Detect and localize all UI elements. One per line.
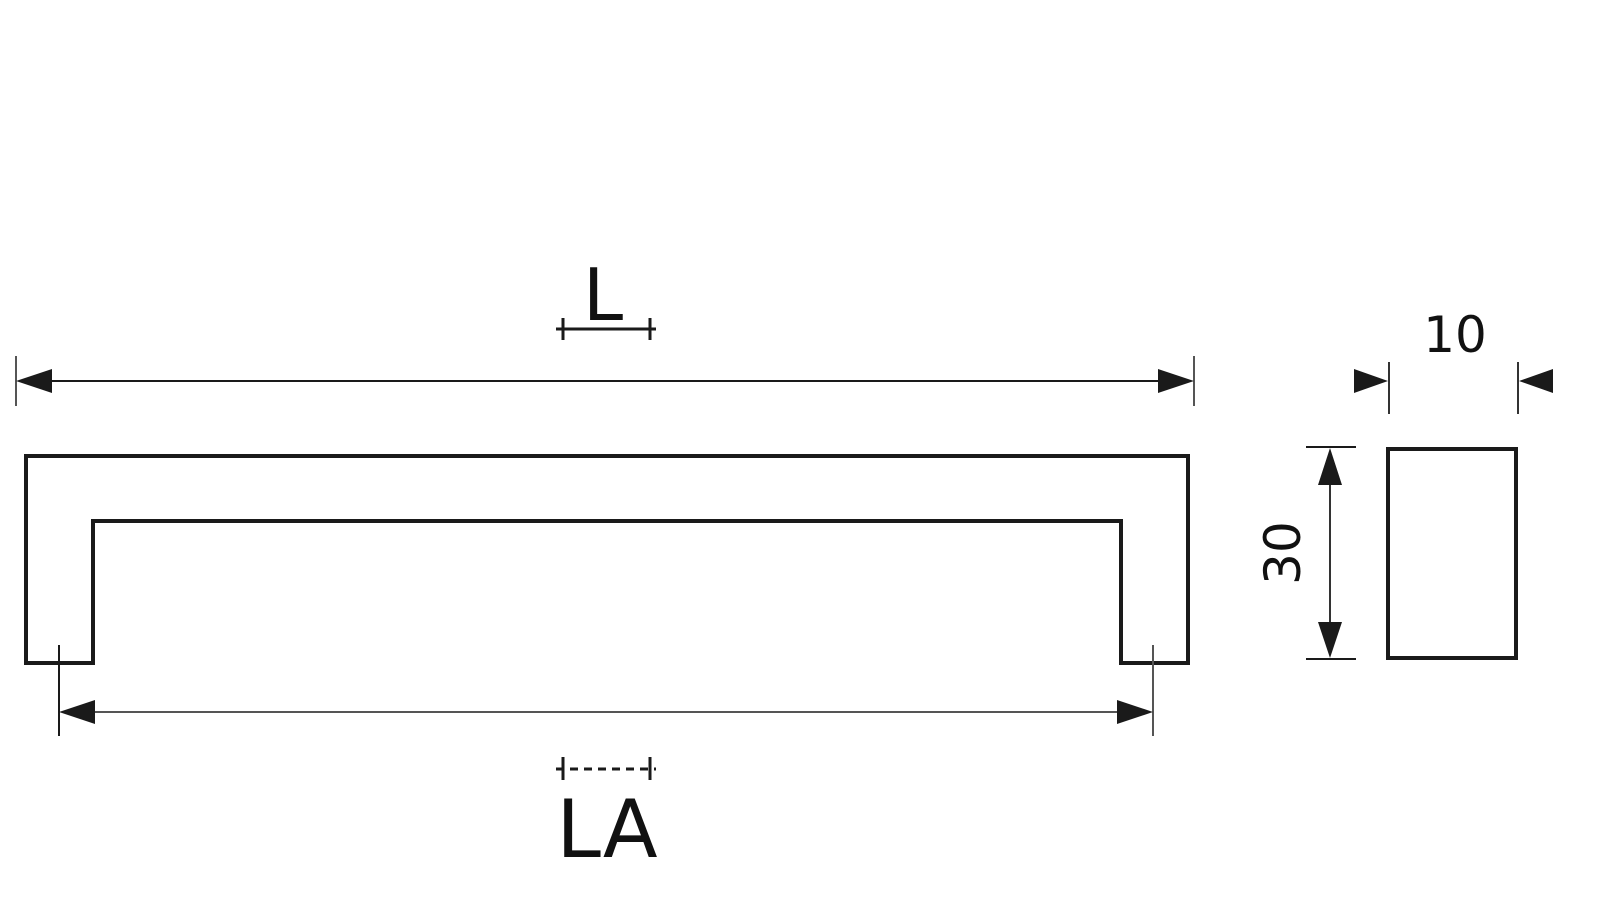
length-label: L	[583, 253, 623, 337]
arrow-right-icon	[1354, 369, 1388, 393]
arrow-right-icon	[1158, 369, 1194, 393]
handle-outline	[24, 454, 1190, 665]
section-width-label: 10	[1423, 306, 1487, 364]
hole-spacing-label: LA	[556, 783, 657, 876]
section-outline	[1386, 447, 1518, 660]
section-height-label: 30	[1254, 521, 1312, 585]
arrow-left-icon	[16, 369, 52, 393]
dimension-length: L	[15, 253, 1195, 406]
arrow-right-icon	[1117, 700, 1153, 724]
cross-section: 10 30	[1254, 306, 1553, 660]
arrow-left-icon	[1519, 369, 1553, 393]
dimension-hole-spacing: LA	[58, 645, 1154, 876]
length-solid-marker	[556, 318, 656, 340]
arrow-up-icon	[1318, 448, 1342, 485]
arrow-left-icon	[59, 700, 95, 724]
hole-spacing-dashed-marker	[556, 757, 656, 780]
arrow-down-icon	[1318, 622, 1342, 658]
